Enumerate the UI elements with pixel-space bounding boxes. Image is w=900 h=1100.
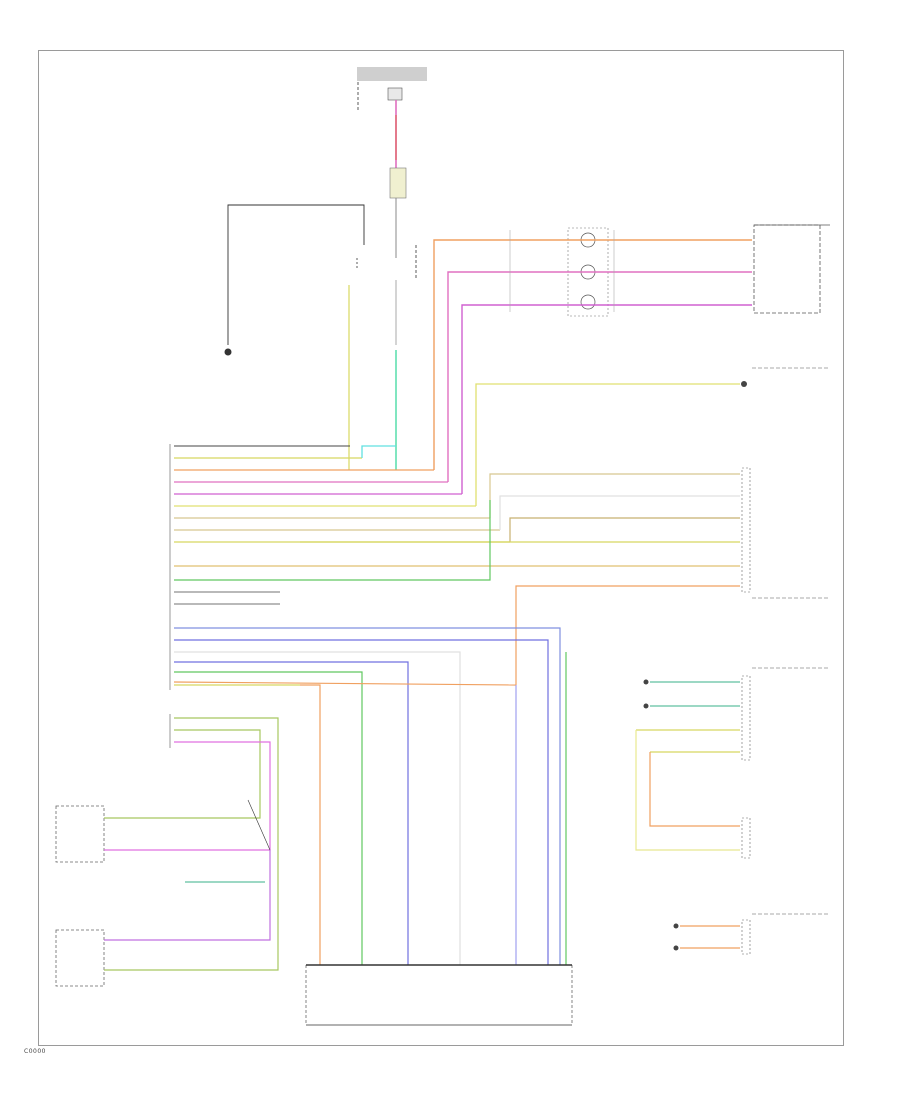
speed-control-wires: [433, 230, 752, 494]
ground-icon: [224, 348, 232, 356]
clutch-switch: [673, 913, 830, 955]
bottom-connector: [305, 964, 573, 1026]
diagram-frame: [38, 50, 844, 1046]
sensor-wires-right: [300, 473, 740, 685]
switch-icon: [741, 381, 747, 387]
sensor-connectors-right: [741, 467, 830, 599]
relay-icon: [389, 167, 407, 199]
speed-sensors-left: [55, 717, 279, 987]
fuse-icon: [387, 87, 403, 101]
pressure-switch: [475, 367, 830, 506]
speed-control-switch: [567, 224, 830, 317]
input-output-sensors-right: [635, 667, 830, 859]
fuse-block-label: [357, 67, 427, 81]
harness-rows-upper: [174, 445, 510, 567]
power-feed: [348, 67, 427, 470]
sensor-icon: [55, 805, 105, 863]
footer-code: C0000: [24, 1048, 46, 1055]
ground-branch: [224, 204, 365, 356]
connector-icon: [580, 294, 596, 310]
sensor-icon: [55, 929, 105, 987]
harness-rows-lower: [173, 579, 567, 965]
